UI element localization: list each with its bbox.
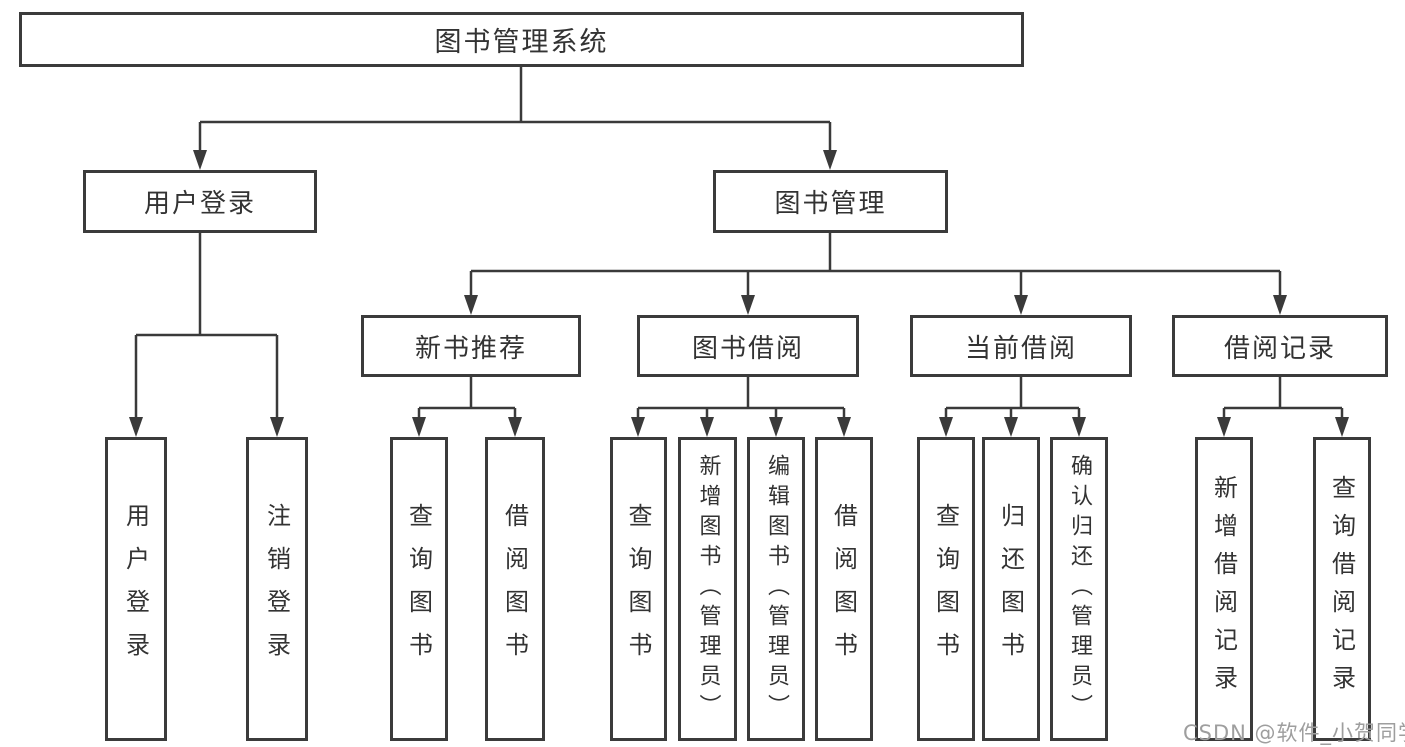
leaf-confirm-return-admin: 确认归还（管理员） (1050, 437, 1108, 741)
node-label: 图书管理系统 (434, 27, 609, 58)
node-label: 当前借阅 (964, 333, 1077, 364)
leaf-add-books-admin: 新增图书（管理员） (678, 437, 737, 741)
leaf-query-books-recommend: 查询图书 (390, 437, 448, 741)
node-borrowing-records: 借阅记录 (1172, 315, 1388, 377)
leaf-query-books-borrow: 查询图书 (610, 437, 667, 741)
node-label: 用户登录 (143, 189, 256, 219)
node-label: 查询借阅记录 (1327, 475, 1356, 703)
node-book-management: 图书管理 (713, 170, 948, 233)
arrowheads (129, 150, 1349, 437)
tree-edges (134, 67, 1344, 419)
node-label: 借阅图书 (829, 503, 858, 675)
node-label: 图书借阅 (691, 333, 804, 364)
node-label: 新增借阅记录 (1209, 475, 1238, 703)
node-label: 新书推荐 (414, 333, 527, 364)
node-label: 注销登录 (262, 503, 291, 675)
leaf-borrow-books-recommend: 借阅图书 (485, 437, 545, 741)
csdn-watermark: CSDN @软件_小贺同学 (1183, 721, 1405, 745)
node-label: 编辑图书（管理员） (764, 454, 789, 724)
node-book-borrowing: 图书借阅 (637, 315, 859, 377)
node-label: 归还图书 (996, 503, 1025, 675)
node-new-book-recommend: 新书推荐 (361, 315, 581, 377)
node-library-management-system: 图书管理系统 (19, 12, 1024, 67)
leaf-borrow-books: 借阅图书 (815, 437, 873, 741)
leaf-return-books: 归还图书 (982, 437, 1040, 741)
leaf-query-borrow-record: 查询借阅记录 (1313, 437, 1371, 741)
node-label: 确认归还（管理员） (1067, 454, 1092, 724)
node-label: 查询图书 (624, 503, 652, 675)
node-current-borrowing: 当前借阅 (910, 315, 1132, 377)
node-label: 新增图书（管理员） (695, 454, 721, 724)
leaf-add-borrow-record: 新增借阅记录 (1195, 437, 1253, 741)
node-label: 图书管理 (774, 189, 887, 219)
leaf-query-books-current: 查询图书 (917, 437, 975, 741)
leaf-edit-books-admin: 编辑图书（管理员） (747, 437, 805, 741)
node-label: 借阅图书 (500, 503, 529, 675)
node-label: 查询图书 (404, 503, 433, 675)
node-user-login: 用户登录 (83, 170, 317, 233)
node-label: 用户登录 (121, 503, 150, 675)
node-label: 借阅记录 (1223, 333, 1336, 364)
leaf-logout-login: 注销登录 (246, 437, 308, 741)
node-label: 查询图书 (931, 503, 960, 675)
leaf-user-login: 用户登录 (105, 437, 167, 741)
